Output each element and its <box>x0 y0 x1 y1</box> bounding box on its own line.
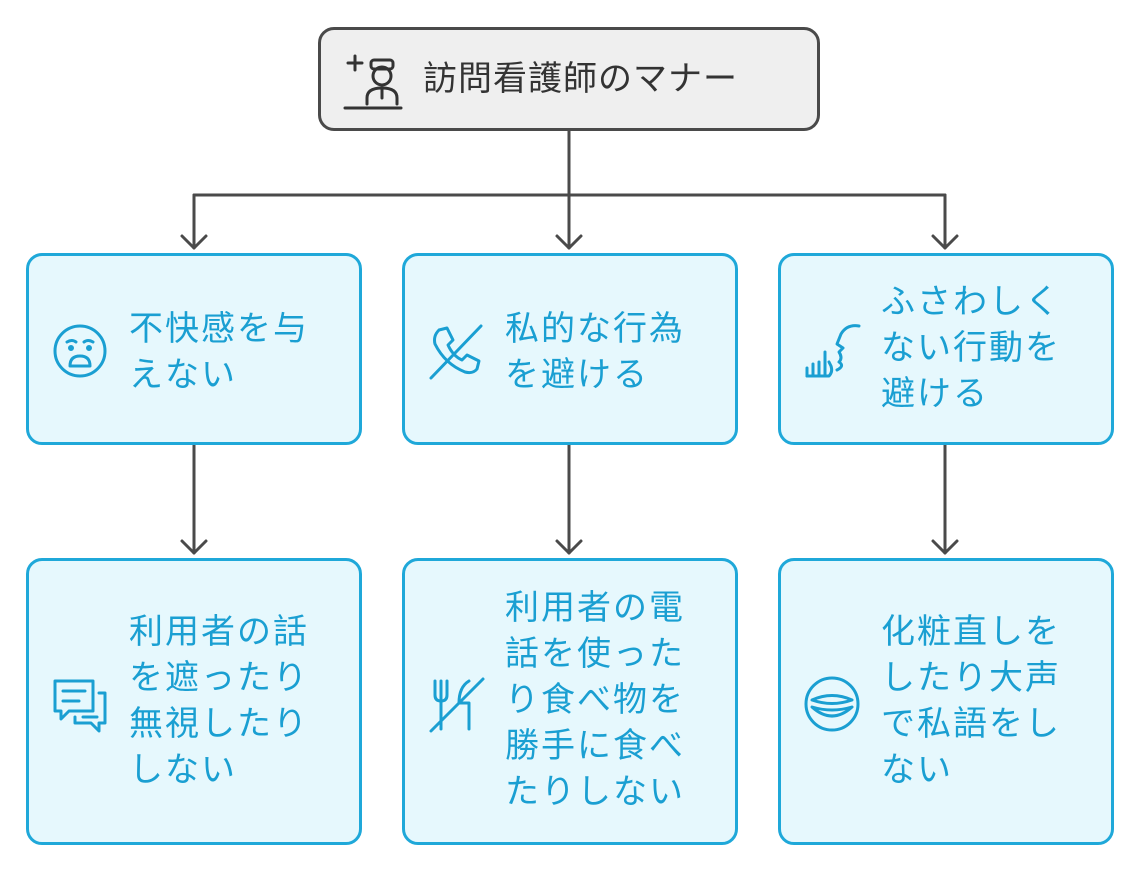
detail-node-2: 利用者の電 話を使った り食べ物を 勝手に食べ たりしない <box>402 558 738 845</box>
arrowhead-detail-2 <box>555 539 583 555</box>
category-node-1: 不快感を与 えない <box>26 253 362 445</box>
mouth-icon <box>804 676 860 732</box>
detail-label: 利用者の電 話を使った り食べ物を 勝手に食べ たりしない <box>505 588 685 812</box>
phone-off-icon <box>429 324 483 380</box>
arrowhead-detail-3 <box>931 539 959 555</box>
chat-message-icon <box>53 679 107 733</box>
category-label: 私的な行為 を避ける <box>505 309 685 395</box>
arrowhead-category-2 <box>555 234 583 250</box>
shush-gesture-icon <box>805 324 861 378</box>
root-node: 訪問看護師のマナー <box>318 27 820 131</box>
detail-label: 利用者の話 を遮ったり 無視したり しない <box>129 612 309 790</box>
detail-label: 化粧直しを したり大声 で私語をし ない <box>881 612 1061 790</box>
root-title: 訪問看護師のマナー <box>423 59 738 99</box>
no-eating-icon <box>429 677 485 733</box>
detail-node-3: 化粧直しを したり大声 で私語をし ない <box>778 558 1114 845</box>
category-node-2: 私的な行為 を避ける <box>402 253 738 445</box>
category-node-3: ふさわしく ない行動を 避ける <box>778 253 1114 445</box>
sad-face-icon <box>53 324 107 378</box>
arrowhead-category-3 <box>931 234 959 250</box>
nurse-icon <box>343 54 403 110</box>
detail-node-1: 利用者の話 を遮ったり 無視したり しない <box>26 558 362 845</box>
arrowhead-detail-1 <box>180 539 208 555</box>
arrowhead-category-1 <box>180 234 208 250</box>
category-label: 不快感を与 えない <box>129 309 309 395</box>
category-label: ふさわしく ない行動を 避ける <box>881 282 1061 414</box>
